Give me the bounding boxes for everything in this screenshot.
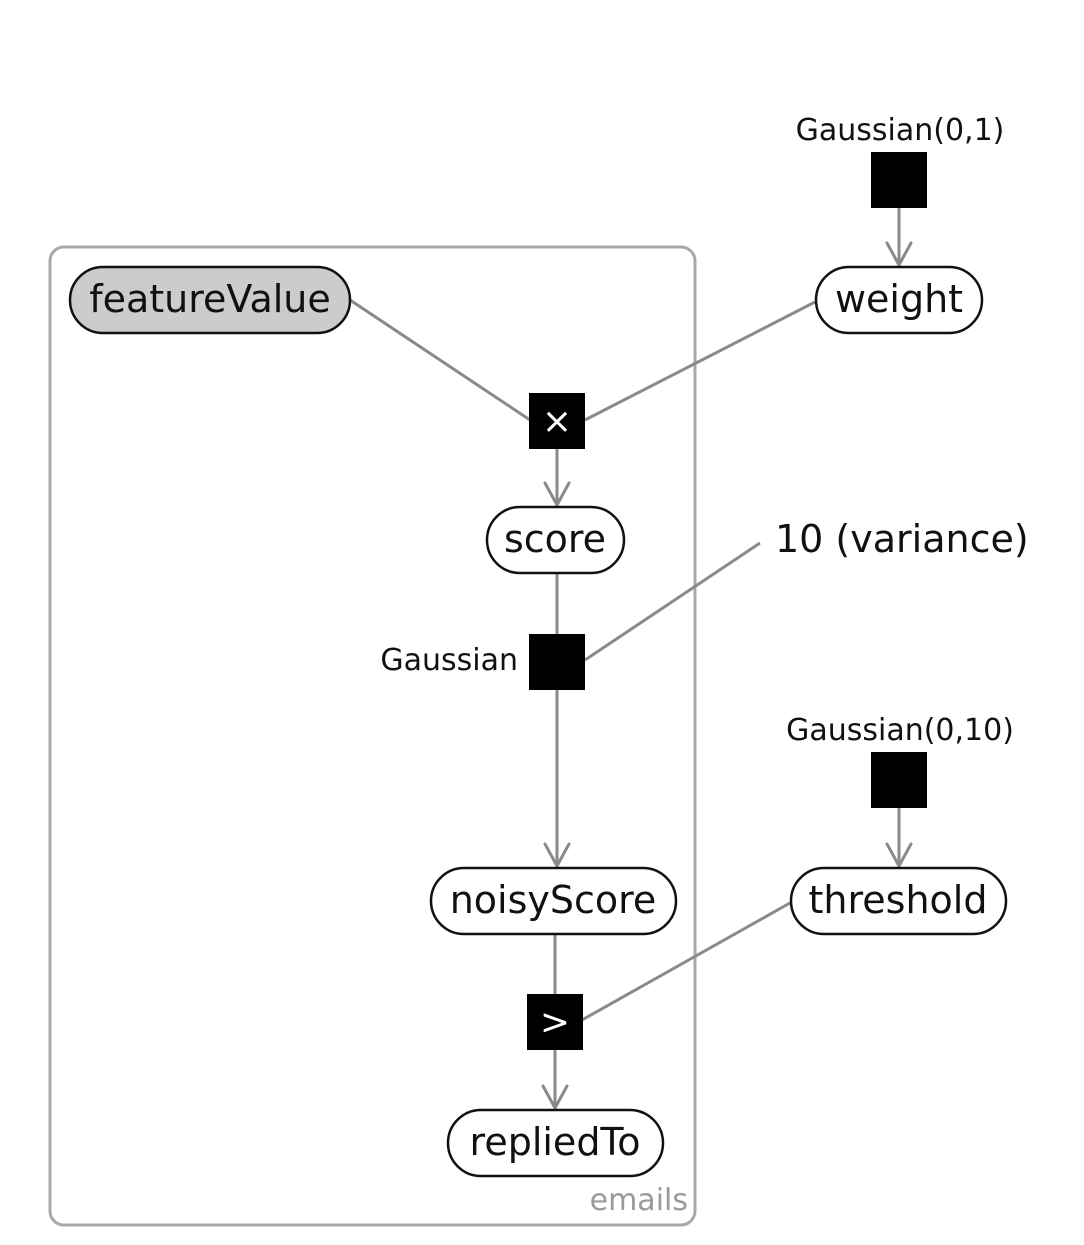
product-operator: ×	[542, 401, 572, 442]
node-score: score	[485, 505, 626, 575]
edge-variance-to-gaussian	[584, 541, 761, 662]
arrowhead-repliedto	[541, 1084, 569, 1110]
weight-prior-label: Gaussian(0,1)	[796, 113, 1005, 148]
node-weight: weight	[814, 265, 984, 335]
arrowhead-score	[543, 481, 571, 507]
noisyscore-shape	[429, 866, 678, 936]
score-shape	[485, 505, 626, 575]
threshold-shape	[789, 866, 1008, 936]
threshold-prior-factor	[871, 752, 927, 808]
featurevalue-label: featureValue	[89, 277, 331, 321]
weight-label: weight	[835, 277, 963, 321]
node-featurevalue: featureValue	[68, 265, 352, 335]
threshold-prior-label: Gaussian(0,10)	[786, 713, 1014, 748]
weight-prior-factor	[871, 152, 927, 208]
factors: Gaussian(0,1) × Gaussian Gaussian(0,10) …	[380, 113, 1014, 1050]
plate-border	[48, 245, 697, 1227]
edge-featurevalue-to-product	[349, 298, 531, 422]
edges	[349, 208, 913, 1110]
compare-operator: >	[540, 1002, 570, 1043]
noise-factor	[529, 634, 585, 690]
node-threshold: threshold	[789, 866, 1008, 936]
weight-shape	[814, 265, 984, 335]
compare-factor	[527, 994, 583, 1050]
arrowhead-weight	[885, 241, 913, 267]
score-label: score	[504, 517, 606, 561]
variance-constant: 10 (variance)	[775, 517, 1029, 561]
arrowhead-threshold	[885, 842, 913, 868]
product-factor	[529, 393, 585, 449]
emails-plate: emails	[48, 245, 697, 1227]
node-noisyscore: noisyScore	[429, 866, 678, 936]
noise-factor-label: Gaussian	[380, 643, 518, 678]
repliedto-label: repliedTo	[470, 1120, 641, 1164]
edge-weight-to-product	[584, 300, 816, 422]
variables: featureValue weight score noisyScore thr…	[68, 265, 1008, 1178]
noisyscore-label: noisyScore	[450, 878, 657, 922]
edge-threshold-to-compare	[581, 901, 791, 1022]
featurevalue-shape	[68, 265, 352, 335]
arrowhead-noisyscore	[543, 842, 571, 868]
plate-label: emails	[590, 1183, 688, 1218]
repliedto-shape	[446, 1108, 665, 1178]
node-repliedto: repliedTo	[446, 1108, 665, 1178]
threshold-label: threshold	[809, 878, 988, 922]
